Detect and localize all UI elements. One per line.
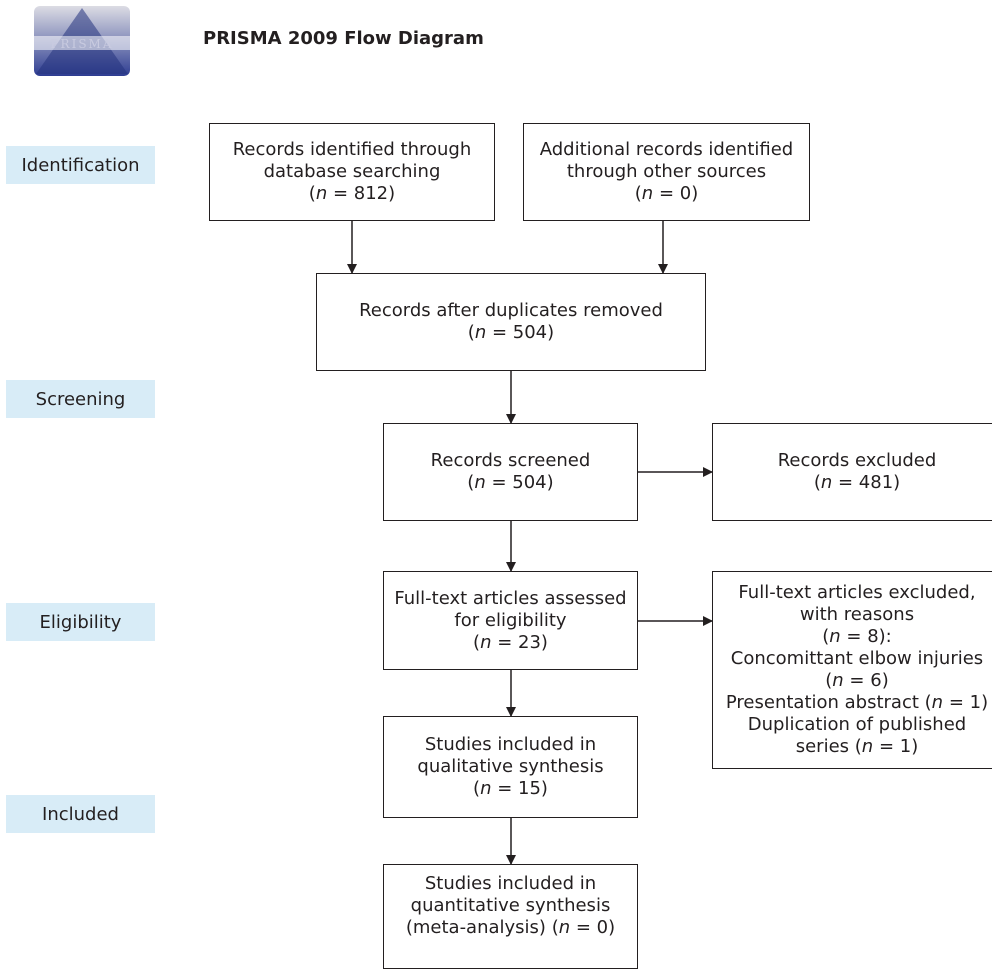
box-other-sources: Additional records identified through ot… <box>523 123 810 221</box>
count-database-search: 812 <box>353 183 389 204</box>
count-reason-presentation-abstract: 1 <box>969 692 982 713</box>
count-full-text-assessed: 23 <box>518 631 541 653</box>
count-reason-duplication: 1 <box>899 736 912 757</box>
stage-eligibility: Eligibility <box>6 603 155 641</box>
box-full-text-assessed: Full-text articles assessed for eligibil… <box>383 571 638 670</box>
stage-included-label: Included <box>42 803 119 825</box>
count-excluded: 481 <box>858 472 894 493</box>
prisma-logo: PRISMA <box>34 6 130 76</box>
count-after-duplicates: 504 <box>512 322 548 343</box>
stage-identification-label: Identification <box>21 154 140 176</box>
box-full-text-excluded: Full-text articles excluded, with reason… <box>712 571 992 769</box>
box-records-excluded: Records excluded (n = 481) <box>712 423 992 521</box>
count-screened: 504 <box>512 472 547 493</box>
count-other-sources: 0 <box>679 183 692 204</box>
stage-screening-label: Screening <box>35 388 126 410</box>
reason-presentation-abstract: Presentation abstract <box>725 692 919 713</box>
stage-included: Included <box>6 795 155 833</box>
reason-duplication: Duplication of published <box>747 714 967 735</box>
reason-elbow-injuries: Concomittant elbow injuries <box>730 648 984 669</box>
stage-identification: Identification <box>6 146 155 184</box>
count-quantitative: 0 <box>596 917 609 938</box>
count-reason-elbow-injuries: 6 <box>870 670 882 691</box>
box-records-screened: Records screened (n = 504) <box>383 423 638 521</box>
box-quantitative-synthesis: Studies included in quantitative synthes… <box>383 864 638 969</box>
count-full-text-excluded: 8 <box>867 626 879 647</box>
page-title: PRISMA 2009 Flow Diagram <box>203 28 484 49</box>
stage-eligibility-label: Eligibility <box>39 611 122 633</box>
stage-screening: Screening <box>6 380 155 418</box>
box-qualitative-synthesis: Studies included in qualitative synthesi… <box>383 716 638 818</box>
logo-text: PRISMA <box>50 37 113 51</box>
count-qualitative: 15 <box>518 778 541 799</box>
box-database-search: Records identified through database sear… <box>209 123 495 221</box>
box-after-duplicates: Records after duplicates removed (n = 50… <box>316 273 706 371</box>
